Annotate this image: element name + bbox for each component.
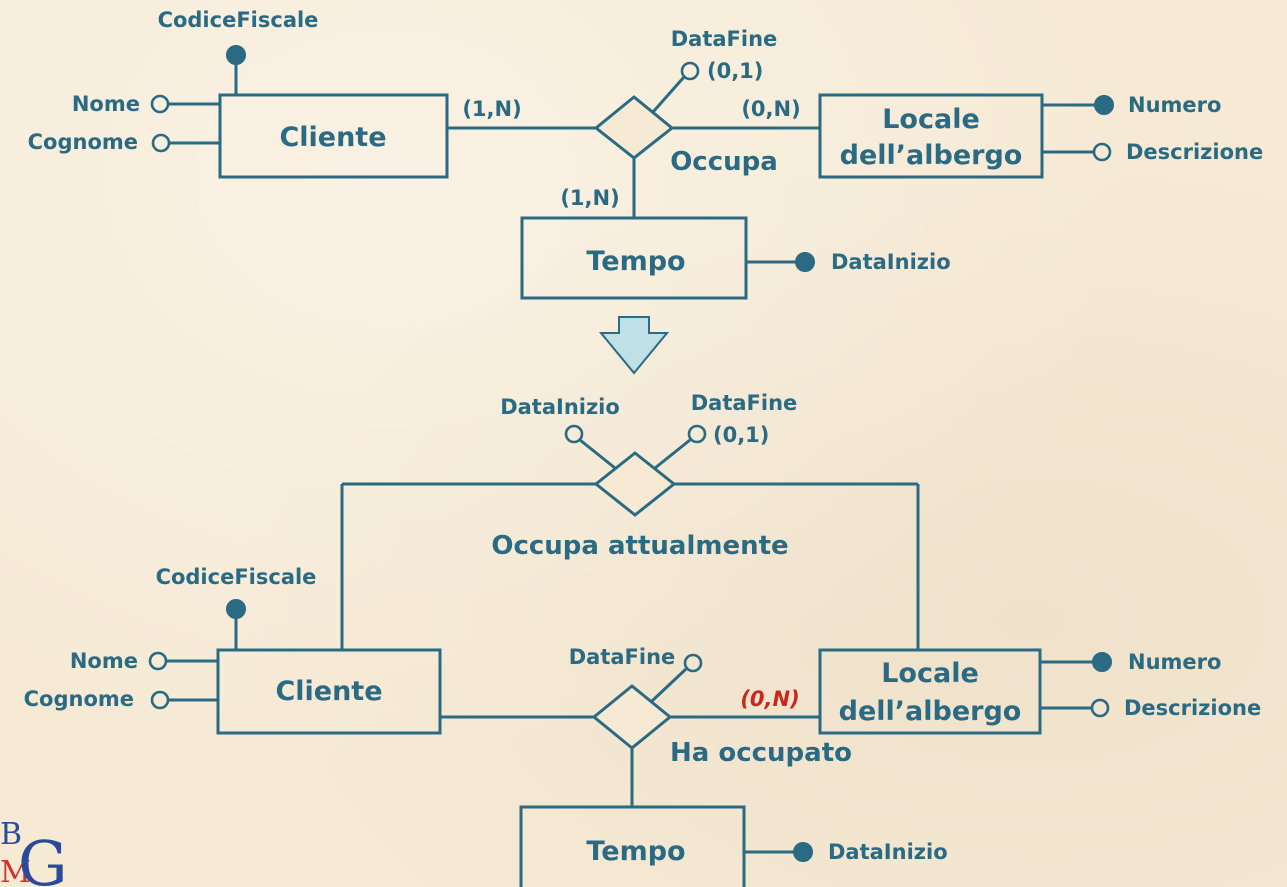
bottom-locale-label-line1: Locale xyxy=(881,658,979,689)
top-numero-key-icon xyxy=(1094,95,1114,115)
bottom-tempo-entity xyxy=(519,805,746,887)
logo-letter-g: G xyxy=(18,827,68,887)
bottom-datainizio-key-icon xyxy=(793,842,813,862)
bottom-cliente-entity xyxy=(216,648,442,735)
top-datafine-label: DataFine xyxy=(671,27,778,51)
bottom-current-relationship xyxy=(593,451,677,517)
bottom-past-relationship xyxy=(591,684,673,750)
top-locale-entity xyxy=(818,93,1044,179)
top-datainizio-label: DataInizio xyxy=(831,250,951,274)
top-tempo-cardinality: (1,N) xyxy=(560,186,619,210)
bottom-codicefiscale-key-icon xyxy=(226,599,246,619)
bottom-datainizio-label: DataInizio xyxy=(828,840,948,864)
top-datafine-line xyxy=(651,76,686,113)
top-tempo-label: Tempo xyxy=(586,246,685,277)
top-codicefiscale-key-icon xyxy=(226,45,246,65)
top-tempo-entity xyxy=(520,216,748,300)
top-diagram: Cliente CodiceFiscale Nome Cognome Occup… xyxy=(28,8,1263,300)
bottom-current-datafine-cardinality: (0,1) xyxy=(713,423,769,447)
bottom-past-datafine-line xyxy=(650,667,688,703)
bottom-descrizione-label: Descrizione xyxy=(1124,696,1261,720)
bottom-nome-attribute-icon xyxy=(148,651,168,671)
logo-letter-m: M xyxy=(0,855,31,887)
top-occupa-label: Occupa xyxy=(670,147,778,177)
bottom-cognome-label: Cognome xyxy=(24,687,134,711)
top-nome-label: Nome xyxy=(72,92,140,116)
bottom-current-label: Occupa attualmente xyxy=(491,531,788,561)
bottom-past-datafine-label: DataFine xyxy=(569,645,676,669)
bottom-nome-label: Nome xyxy=(70,649,138,673)
transform-down-arrow-icon xyxy=(598,316,670,375)
bottom-current-datainizio-label: DataInizio xyxy=(500,395,620,419)
top-descrizione-attribute-icon xyxy=(1092,142,1112,162)
top-datafine-cardinality: (0,1) xyxy=(707,59,763,83)
bottom-diagram: Occupa attualmente DataInizio DataFine (… xyxy=(24,391,1261,887)
top-cliente-cardinality: (1,N) xyxy=(462,97,521,121)
top-numero-label: Numero xyxy=(1128,93,1221,117)
top-occupa-relationship xyxy=(593,95,675,160)
top-locale-label-line2: dell’albergo xyxy=(840,140,1023,171)
top-cliente-entity xyxy=(218,93,449,179)
bottom-cliente-label: Cliente xyxy=(275,676,382,707)
bottom-descrizione-attribute-icon xyxy=(1090,698,1110,718)
bottom-current-datainizio-attribute-icon xyxy=(564,424,584,444)
dbmg-logo: B M G xyxy=(0,817,68,887)
top-codicefiscale-label: CodiceFiscale xyxy=(158,8,319,32)
bottom-numero-label: Numero xyxy=(1128,650,1221,674)
top-datainizio-key-icon xyxy=(795,252,815,272)
bottom-numero-key-icon xyxy=(1092,652,1112,672)
bottom-current-datafine-line xyxy=(654,438,691,470)
bottom-locale-label-line2: dell’albergo xyxy=(839,696,1022,727)
top-nome-attribute-icon xyxy=(150,94,170,114)
bottom-tempo-label: Tempo xyxy=(586,836,685,867)
bottom-past-locale-cardinality: (0,N) xyxy=(740,687,799,711)
top-datafine-attribute-icon xyxy=(680,61,700,81)
bottom-current-datainizio-line xyxy=(579,438,616,470)
bottom-current-datafine-label: DataFine xyxy=(691,391,798,415)
top-descrizione-label: Descrizione xyxy=(1126,140,1263,164)
top-cognome-label: Cognome xyxy=(28,130,138,154)
bottom-past-label: Ha occupato xyxy=(670,738,852,768)
top-cognome-attribute-icon xyxy=(151,133,171,153)
bottom-past-datafine-attribute-icon xyxy=(683,653,703,673)
top-cliente-label: Cliente xyxy=(279,122,386,153)
bottom-codicefiscale-label: CodiceFiscale xyxy=(156,565,317,589)
logo-letter-b: B xyxy=(0,817,22,852)
bottom-current-datafine-attribute-icon xyxy=(687,424,707,444)
top-locale-cardinality: (0,N) xyxy=(741,97,800,121)
bottom-cognome-attribute-icon xyxy=(150,690,170,710)
top-locale-label-line1: Locale xyxy=(882,104,980,135)
bottom-locale-entity xyxy=(818,648,1042,735)
